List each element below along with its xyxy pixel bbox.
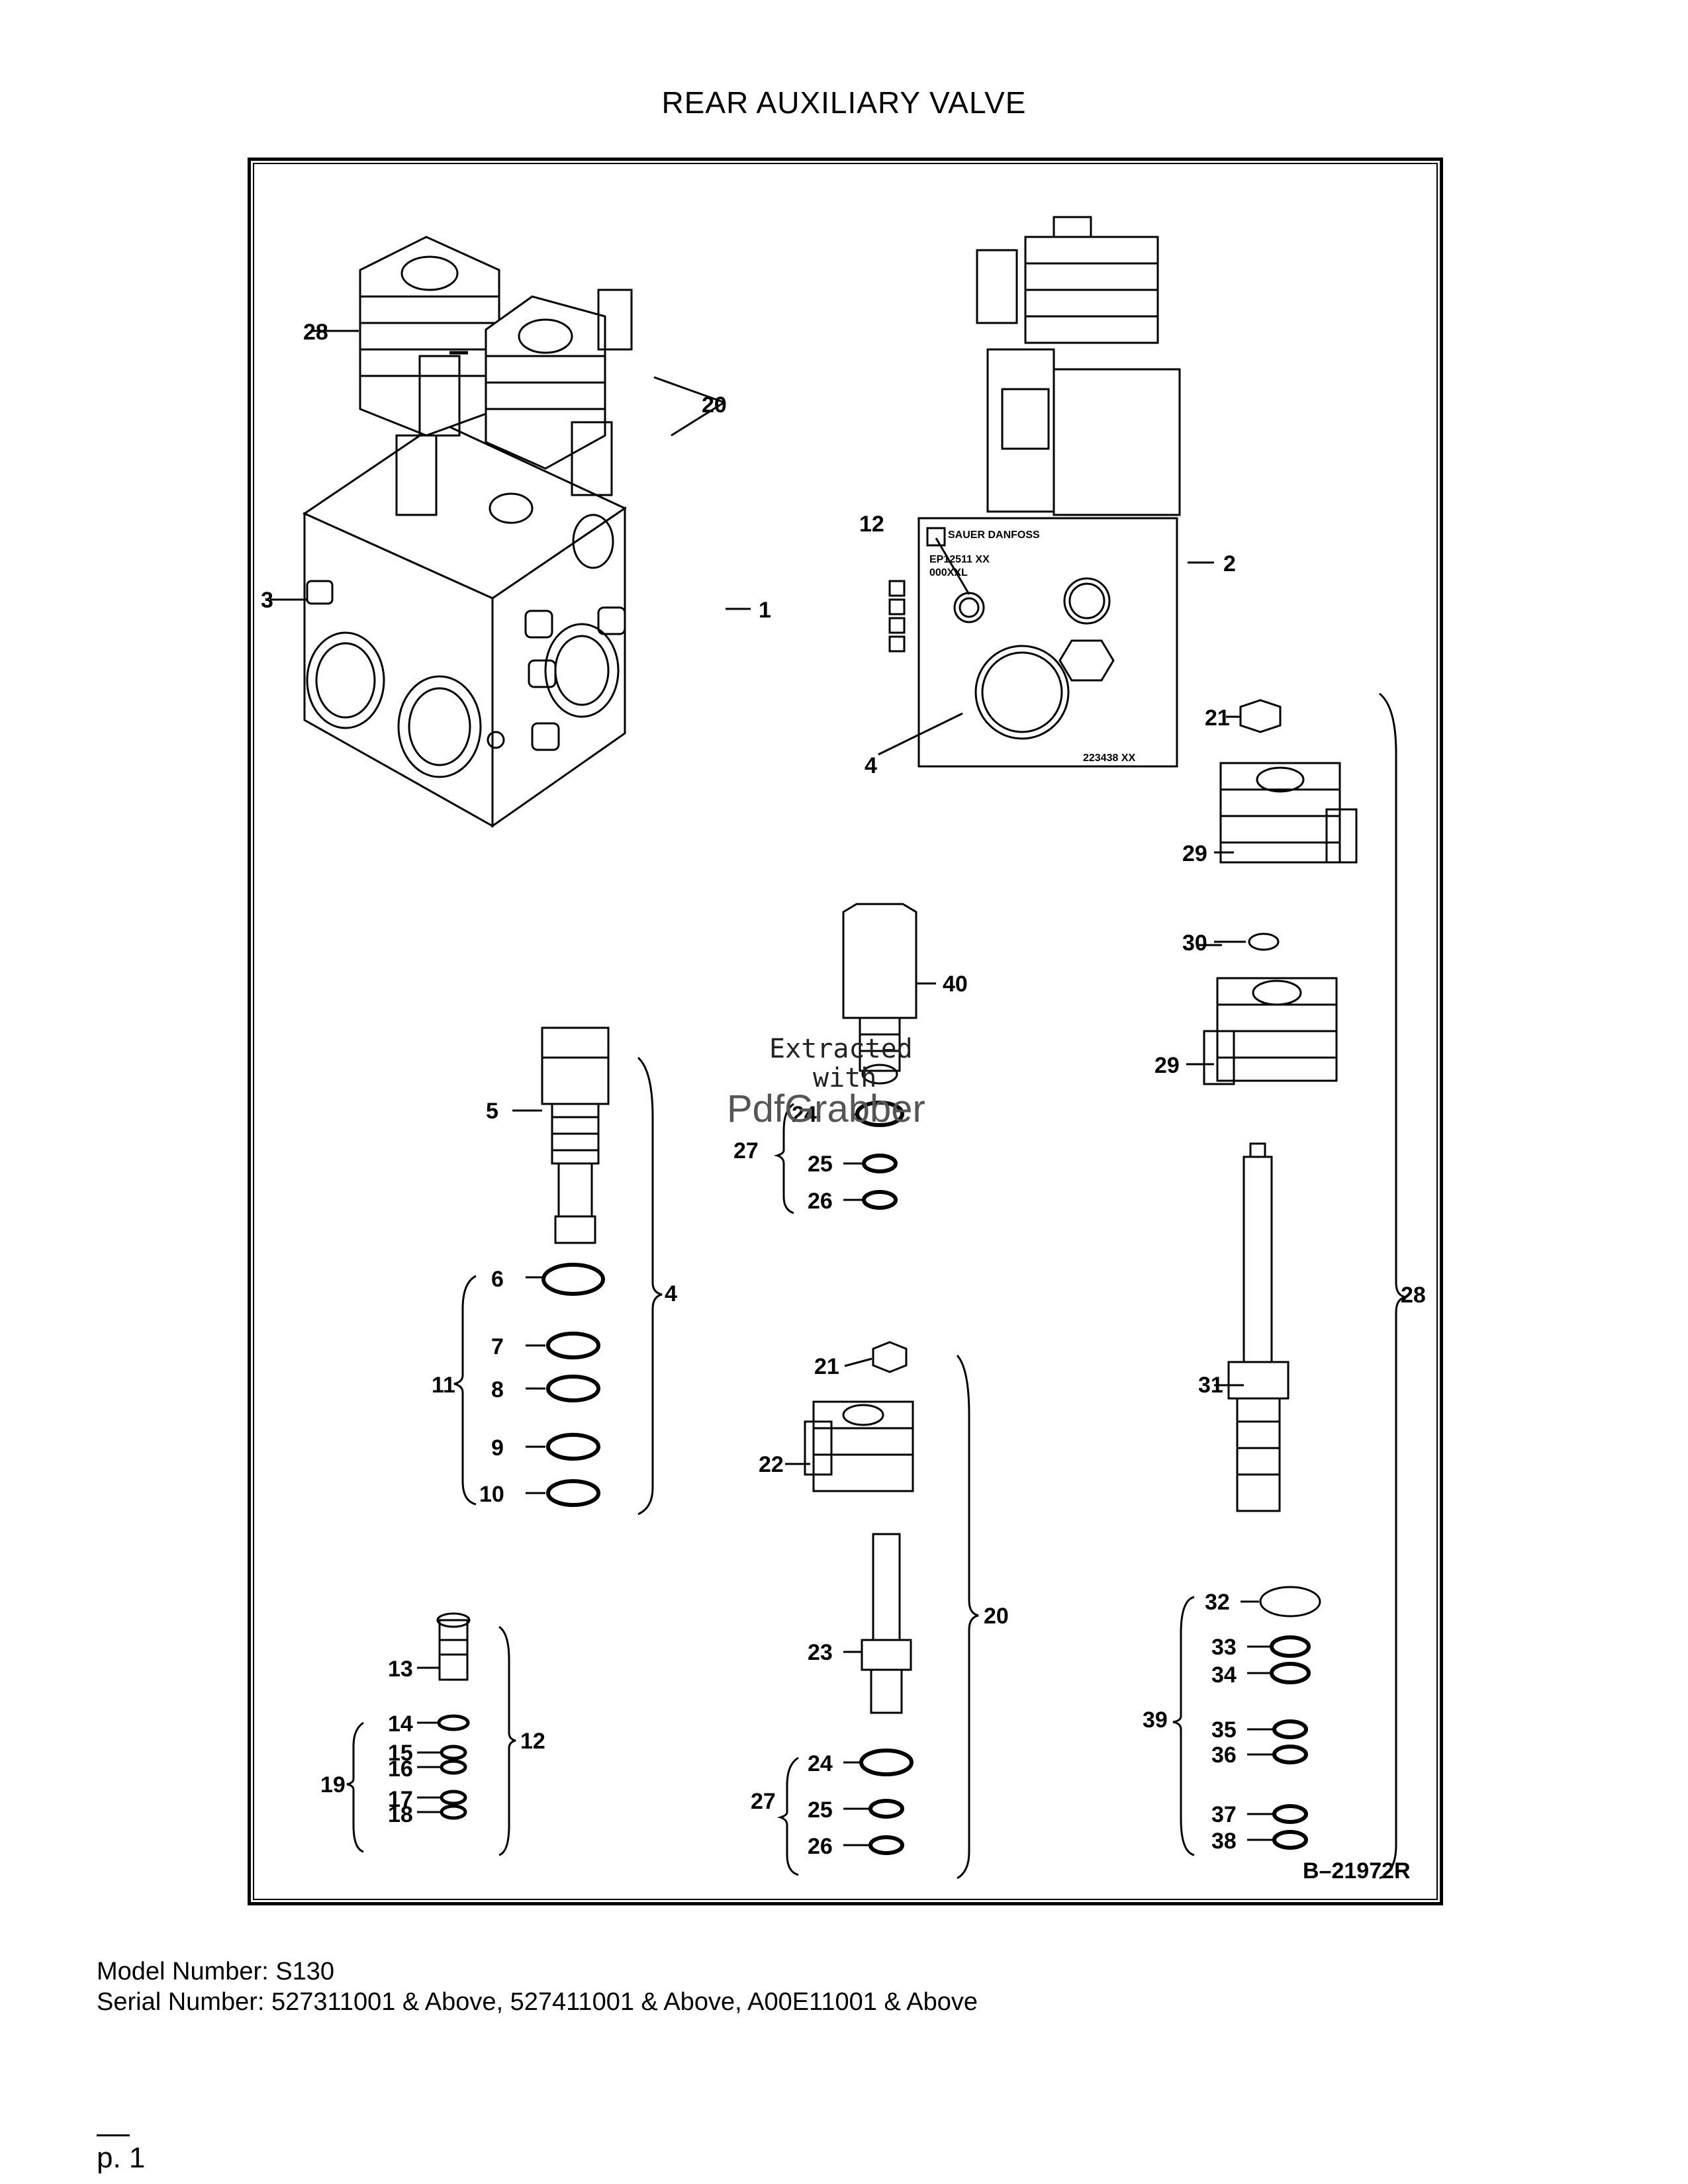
callout-29-upper: 29 (1182, 841, 1207, 866)
callout-9: 9 (491, 1435, 504, 1461)
callout-36: 36 (1211, 1743, 1237, 1768)
callout-37: 37 (1211, 1802, 1237, 1827)
relief-cartridge-center (773, 903, 917, 1214)
callout-27-bottom: 27 (751, 1789, 776, 1814)
callout-32: 32 (1205, 1590, 1230, 1615)
callout-34: 34 (1211, 1662, 1237, 1688)
callout-33: 33 (1211, 1635, 1237, 1660)
callout-12-top: 12 (859, 512, 884, 537)
solenoid-stack-right (1172, 692, 1407, 1880)
callout-3: 3 (261, 588, 273, 613)
valve-block-assembly (302, 236, 633, 828)
watermark-line-1: Extracted (769, 1034, 913, 1064)
figure-code: B–21972R (1303, 1858, 1411, 1884)
callout-25-top: 25 (808, 1152, 833, 1177)
callout-26-top: 26 (808, 1189, 833, 1214)
callout-27-top: 27 (733, 1138, 759, 1163)
callout-25-bottom: 25 (808, 1797, 833, 1823)
callout-38: 38 (1211, 1829, 1237, 1854)
callout-15: 15 (388, 1741, 413, 1766)
callout-8: 8 (491, 1377, 504, 1402)
callout-11: 11 (432, 1373, 455, 1398)
callout-14: 14 (388, 1711, 413, 1737)
callout-35: 35 (1211, 1717, 1237, 1743)
diagram-frame-inner (253, 163, 1438, 1900)
callout-10: 10 (479, 1482, 504, 1507)
callout-18: 18 (388, 1802, 413, 1827)
valve-plate-front-view (888, 216, 1181, 768)
callout-4-right: 4 (665, 1281, 677, 1306)
callout-28-right: 28 (1401, 1283, 1426, 1308)
page-title: REAR AUXILIARY VALVE (661, 85, 1027, 120)
callout-21-center: 21 (814, 1354, 839, 1379)
callout-20-right: 20 (984, 1604, 1009, 1629)
callout-23: 23 (808, 1640, 833, 1665)
callout-24-top: 24 (792, 1102, 817, 1127)
callout-12-bottom: 12 (520, 1729, 545, 1754)
callout-17: 17 (388, 1787, 413, 1812)
callout-5: 5 (486, 1099, 498, 1124)
callout-40: 40 (943, 972, 968, 997)
exploded-parts-diagram: SAUER DANFOSS EP12511 XX 000XXL 223438 X… (261, 216, 1426, 1884)
callout-13: 13 (388, 1657, 413, 1682)
callout-6: 6 (491, 1267, 504, 1292)
watermark-line-3: PdfGrabber (727, 1087, 925, 1130)
plate-part-code: EP12511 XX (929, 554, 990, 565)
page-number: p. 1 (97, 2142, 146, 2174)
callout-26-bottom: 26 (808, 1834, 833, 1859)
callout-4-top: 4 (865, 753, 877, 778)
callout-28-top: 28 (303, 320, 328, 345)
solenoid-valve-center (776, 1341, 979, 1880)
callout-30: 30 (1182, 931, 1207, 956)
relief-valve-left (453, 1026, 663, 1516)
diagram-frame (248, 158, 1443, 1905)
callout-22: 22 (759, 1452, 784, 1477)
page-rule (97, 2134, 130, 2136)
watermark-line-2: with (813, 1063, 877, 1093)
callout-39: 39 (1143, 1707, 1168, 1733)
serial-number: Serial Number: 527311001 & Above, 527411… (97, 1988, 978, 2016)
callout-20-top: 20 (702, 392, 727, 418)
callout-16: 16 (388, 1756, 413, 1782)
callout-24-bottom: 24 (808, 1751, 833, 1776)
callout-31: 31 (1198, 1373, 1223, 1398)
callout-7: 7 (491, 1334, 504, 1359)
callout-19: 19 (320, 1772, 346, 1797)
callout-1: 1 (759, 598, 771, 623)
check-valve-left (346, 1612, 516, 1856)
callout-21-right: 21 (1205, 705, 1230, 731)
leader-lines (270, 330, 1274, 1846)
callout-2: 2 (1223, 551, 1236, 576)
plate-brand: SAUER DANFOSS (948, 529, 1040, 541)
model-number: Model Number: S130 (97, 1958, 335, 1985)
plate-bottom-code: 223438 XX (1083, 752, 1136, 764)
plate-serial-code: 000XXL (929, 567, 968, 578)
callout-29-lower: 29 (1154, 1053, 1180, 1078)
